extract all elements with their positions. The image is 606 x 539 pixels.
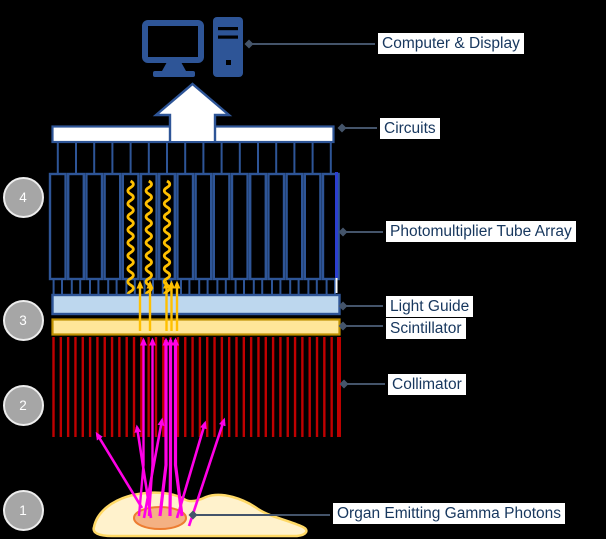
pmt-tube — [194, 172, 213, 281]
tower-slot — [218, 27, 238, 31]
label-collimator: Collimator — [388, 374, 466, 395]
step-circle-1: 1 — [2, 489, 44, 531]
light-photon-wave — [144, 179, 153, 300]
pmt-tube — [285, 172, 304, 281]
callout-diamond-pmt — [338, 227, 348, 237]
tower-slot — [218, 35, 238, 39]
pmt-tube — [267, 172, 286, 281]
monitor-base — [153, 71, 195, 77]
tower-power-light — [226, 60, 231, 65]
collimator-lines — [52, 337, 341, 437]
light-photon-wave — [162, 179, 172, 300]
pmt-tube — [85, 172, 104, 281]
pmt-tube — [212, 172, 231, 281]
gamma-ray-through — [158, 337, 170, 517]
pmt-pins — [56, 142, 332, 174]
tower-icon — [213, 17, 243, 77]
callout-diamond-circuits — [337, 123, 347, 133]
gamma-ray-through — [172, 337, 184, 517]
gamma-ray-blocked — [187, 417, 226, 527]
gamma-ray-through — [167, 337, 174, 517]
monitor-icon — [142, 20, 204, 63]
pmt-tube — [248, 172, 267, 281]
up-arrow — [152, 82, 233, 141]
step-number: 2 — [19, 397, 27, 413]
light-photon-waves — [126, 179, 172, 300]
light-photon-wave — [126, 179, 135, 300]
label-circuits: Circuits — [380, 118, 440, 139]
callout-diamond-scintillator — [338, 321, 348, 331]
light-guide-bar — [51, 293, 341, 316]
pmt-tube — [321, 172, 340, 281]
label-organ: Organ Emitting Gamma Photons — [333, 503, 565, 524]
monitor-stand — [162, 62, 186, 71]
computer-display-icon — [142, 17, 243, 77]
label-pmt-array: Photomultiplier Tube Array — [386, 221, 576, 242]
pmt-tube — [176, 172, 195, 281]
step-number: 3 — [19, 312, 27, 328]
gamma-ray-blocked — [142, 417, 165, 519]
pmt-array — [48, 172, 340, 294]
callout-diamond-collimator — [339, 379, 349, 389]
step-circle-4: 4 — [2, 176, 44, 218]
gamma-ray-blocked — [95, 431, 144, 509]
pmt-tube — [66, 172, 85, 281]
pmt-tube — [48, 172, 67, 281]
step-circle-2: 2 — [2, 384, 44, 426]
gamma-ray-blocked — [134, 424, 153, 519]
step-number: 1 — [19, 502, 27, 518]
pmt-tube — [230, 172, 249, 281]
gamma-rays — [95, 337, 226, 527]
light-photon-arrows — [136, 280, 181, 331]
scintillator-bar — [51, 318, 341, 336]
label-computer-display: Computer & Display — [378, 33, 524, 54]
step-circle-3: 3 — [2, 299, 44, 341]
gamma-ray-blocked — [175, 420, 207, 519]
label-scintillator: Scintillator — [386, 317, 466, 339]
callout-diamond-light-guide — [338, 301, 348, 311]
label-light-guide: Light Guide — [386, 296, 474, 317]
pmt-tube — [103, 172, 122, 281]
callout-diamond-computer — [244, 39, 254, 49]
callout-diamond-organ — [188, 510, 198, 520]
callout-lines — [188, 39, 385, 520]
pmt-tube — [303, 172, 322, 281]
step-number: 4 — [19, 189, 27, 205]
